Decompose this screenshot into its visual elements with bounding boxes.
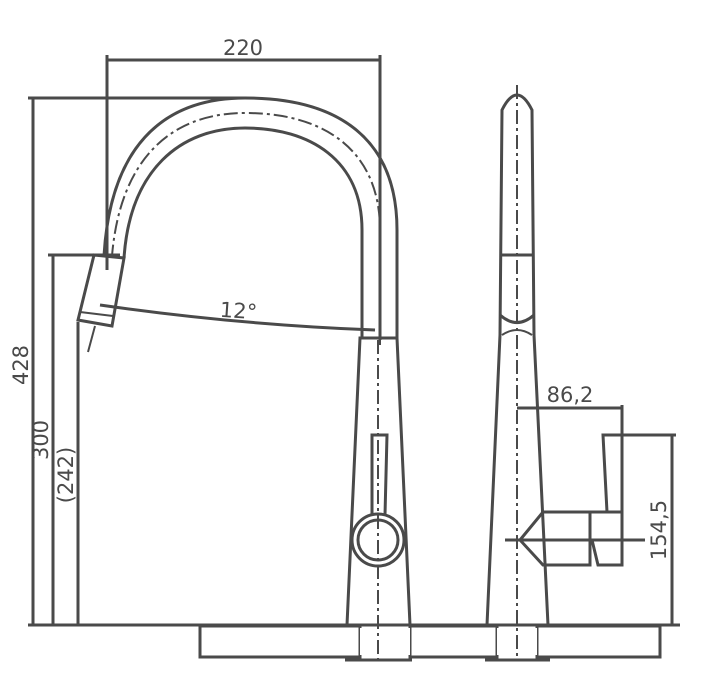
dim-spout-reach: 220 <box>223 36 263 60</box>
side-handle-lever <box>601 433 624 514</box>
dim-spray-height: (242) <box>54 447 78 503</box>
dim-handle-reach: 86,2 <box>547 383 594 407</box>
dim-spray-angle: 12° <box>219 298 258 325</box>
dim-total-height: 428 <box>9 345 33 385</box>
handle-lever <box>370 433 389 516</box>
front-view <box>76 96 412 660</box>
countertop <box>198 624 662 662</box>
side-handle-block <box>518 510 592 567</box>
spray-head <box>76 253 126 328</box>
handle-base-inner <box>356 518 400 562</box>
spout-centerline <box>111 111 381 345</box>
dim-handle-height: 154,5 <box>647 500 671 560</box>
faucet-body <box>345 336 412 626</box>
angle-arc <box>99 303 376 332</box>
handle-base-outer <box>350 512 406 568</box>
side-view <box>485 85 645 660</box>
dimension-lines <box>28 55 676 625</box>
spout-inner <box>122 126 364 338</box>
dim-spout-height: 300 <box>29 420 53 460</box>
